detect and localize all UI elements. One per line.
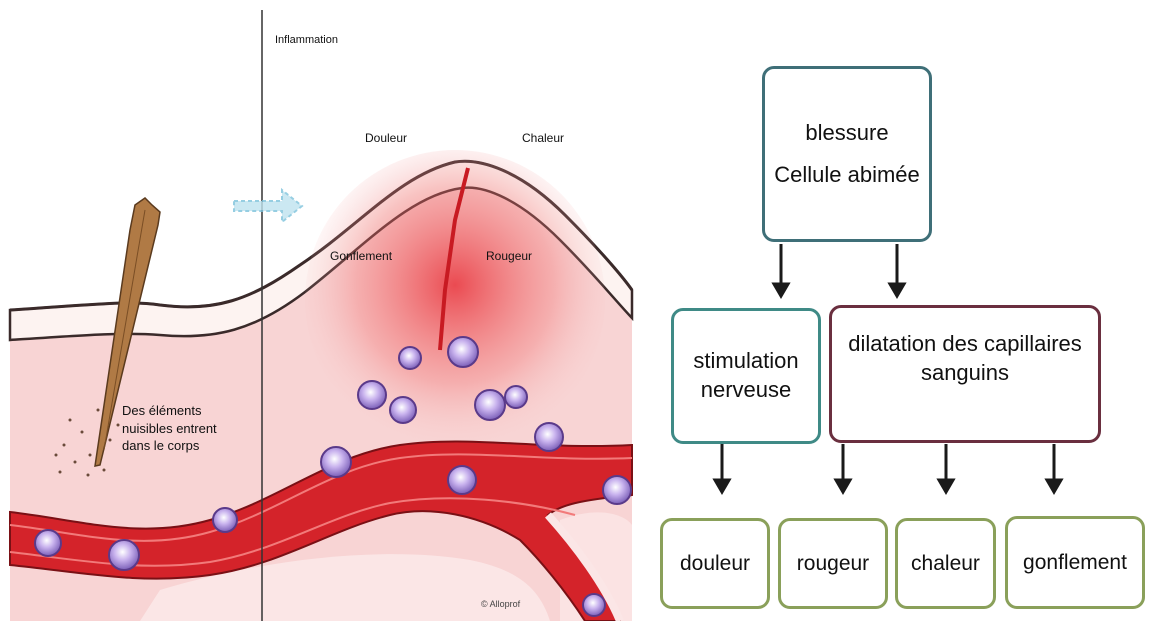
node-stimulation-nerveuse: stimulation nerveuse [671, 308, 821, 444]
leaf-douleur: douleur [660, 518, 770, 609]
node-blessure-line1: blessure [805, 112, 888, 154]
arrow-head [1047, 480, 1061, 492]
leaf-rougeur: rougeur [778, 518, 888, 609]
node-stimulation-line1: stimulation [693, 347, 798, 376]
credit-text: © Alloprof [481, 599, 520, 610]
node-blessure-line2: Cellule abimée [774, 154, 920, 196]
inflammation-glow [305, 150, 605, 450]
transition-arrow [234, 190, 302, 222]
caption-line: nuisibles entrent [122, 420, 217, 438]
arrow-head [774, 284, 788, 296]
node-dilatation-line2: sanguins [921, 359, 1009, 388]
arrow-head [836, 480, 850, 492]
inflammation-illustration: Inflammation Douleur Chaleur Gonflement … [0, 0, 640, 621]
arrow-head [890, 284, 904, 296]
label-rougeur: Rougeur [486, 249, 532, 264]
inflammation-heading: Inflammation [275, 34, 338, 48]
label-gonflement: Gonflement [330, 249, 392, 264]
inflammation-artwork [0, 0, 640, 621]
label-douleur: Douleur [365, 131, 407, 146]
arrow-head [939, 480, 953, 492]
arrow-head [715, 480, 729, 492]
leaf-chaleur: chaleur [895, 518, 996, 609]
caption: Des éléments nuisibles entrent dans le c… [122, 402, 217, 455]
node-stimulation-line2: nerveuse [701, 376, 792, 405]
leaf-gonflement: gonflement [1005, 516, 1145, 609]
node-dilatation-line1: dilatation des capillaires [848, 330, 1082, 359]
node-blessure: blessure Cellule abimée [762, 66, 932, 242]
label-chaleur: Chaleur [522, 131, 564, 146]
caption-line: Des éléments [122, 402, 217, 420]
caption-line: dans le corps [122, 437, 217, 455]
node-dilatation-capillaires: dilatation des capillaires sanguins [829, 305, 1101, 443]
